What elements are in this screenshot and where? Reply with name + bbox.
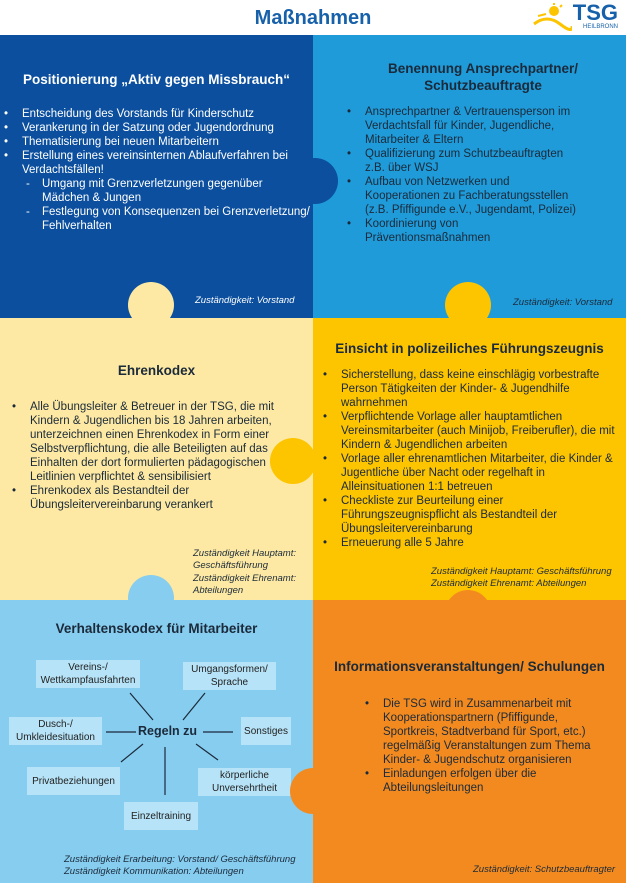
header: Maßnahmen TSG HEILBRONN — [0, 0, 626, 35]
responsibility: Zuständigkeit Ehrenamt: Abteilungen — [193, 573, 296, 596]
panel-title: Ehrenkodex — [117, 363, 196, 378]
puzzle-knob — [445, 590, 491, 636]
list-item: Koordinierung von Präventionsmaßnahmen — [343, 217, 583, 245]
list-item: Aufbau von Netzwerken und Kooperationen … — [343, 175, 583, 217]
list-item: Die TSG wird in Zusammenarbeit mit Koope… — [361, 697, 591, 767]
rule-box: Einzeltraining — [124, 802, 198, 830]
puzzle-knob — [270, 438, 316, 484]
responsibility: Zuständigkeit: Vorstand — [513, 297, 613, 308]
list-item: Qualifizierung zum Schutzbeauftragten z.… — [343, 147, 583, 175]
panel-title: Verhaltenskodex für Mitarbeiter — [55, 621, 258, 636]
list-item: Erstellung eines vereinsinternen Ablaufv… — [0, 149, 310, 177]
puzzle-knob — [128, 282, 174, 328]
responsibility: Zuständigkeit Ehrenamt: Abteilungen — [431, 578, 587, 589]
responsibility: Zuständigkeit Hauptamt: Geschäftsführung — [431, 566, 612, 577]
panel-positionierung: Positionierung „Aktiv gegen Missbrauch“ … — [0, 35, 313, 318]
panel-ansprechpartner: Benennung Ansprechpartner/ Schutzbeauftr… — [313, 35, 626, 318]
page-title: Maßnahmen — [254, 7, 372, 29]
panel-informationsveranstaltungen: Informationsveranstaltungen/ Schulungen … — [313, 600, 626, 883]
panel-verhaltenskodex: Verhaltenskodex für Mitarbeiter Regeln z… — [0, 600, 313, 883]
responsibility: Zuständigkeit: Schutzbeauftragter — [473, 864, 616, 875]
list-item: Verankerung in der Satzung oder Jugendor… — [0, 121, 310, 135]
rule-box: Dusch-/ Umkleidesituation — [9, 717, 102, 745]
list-item: Verpflichtende Vorlage aller hauptamtlic… — [319, 410, 619, 452]
panel-title: Positionierung „Aktiv gegen Missbrauch“ — [22, 72, 291, 87]
rule-box: Privatbeziehungen — [27, 767, 120, 795]
rule-box: Umgangsformen/ Sprache — [183, 662, 276, 690]
list-item: Erneuerung alle 5 Jahre — [319, 536, 619, 550]
list-item: Ehrenkodex als Bestandteil der Übungslei… — [8, 484, 274, 512]
list-item: Vorlage aller ehrenamtlichen Mitarbeiter… — [319, 452, 619, 494]
panel-ehrenkodex: Ehrenkodex Alle Übungsleiter & Betreuer … — [0, 318, 313, 600]
responsibility: Zuständigkeit: Vorstand — [195, 295, 295, 306]
tsg-logo: TSG HEILBRONN — [532, 2, 620, 32]
connector-lines — [106, 692, 233, 795]
responsibility: Zuständigkeit Kommunikation: Abteilungen — [64, 866, 244, 877]
puzzle-knob — [445, 282, 491, 328]
list-item: Thematisierung bei neuen Mitarbeitern — [0, 135, 310, 149]
list-item: Ansprechpartner & Vertrauensperson im Ve… — [343, 105, 583, 147]
rule-box: körperliche Unversehrtheit — [198, 768, 291, 796]
center-label: Regeln zu — [138, 724, 198, 738]
rule-box: Sonstiges — [241, 717, 291, 745]
puzzle-knob — [292, 158, 338, 204]
responsibility: Zuständigkeit Erarbeitung: Vorstand/ Ges… — [64, 854, 296, 865]
rule-box: Vereins-/ Wettkampfausfahrten — [36, 660, 140, 688]
panel-title: Informationsveranstaltungen/ Schulungen — [334, 659, 605, 674]
list-item: Sicherstellung, dass keine einschlägig v… — [319, 368, 619, 410]
panel-fuehrungszeugnis: Einsicht in polizeiliches Führungszeugni… — [313, 318, 626, 600]
list-item: Entscheidung des Vorstands für Kindersch… — [0, 107, 310, 121]
responsibility: Zuständigkeit Hauptamt: Geschäftsführung — [193, 548, 296, 571]
sun-icon — [533, 3, 572, 31]
panel-title: Einsicht in polizeiliches Führungszeugni… — [335, 341, 604, 356]
puzzle-knob — [290, 768, 336, 814]
list-subitem: Festlegung von Konsequenzen bei Grenzver… — [0, 205, 310, 233]
list-item: Checkliste zur Beurteilung einer Führung… — [319, 494, 619, 536]
list-item: Einladungen erfolgen über die Abteilungs… — [361, 767, 591, 795]
panel-title: Benennung Ansprechpartner/ Schutzbeauftr… — [387, 61, 579, 93]
list-item: Alle Übungsleiter & Betreuer in der TSG,… — [8, 400, 274, 484]
list-subitem: Umgang mit Grenzverletzungen gegenüber M… — [0, 177, 310, 205]
puzzle-knob — [128, 575, 174, 621]
